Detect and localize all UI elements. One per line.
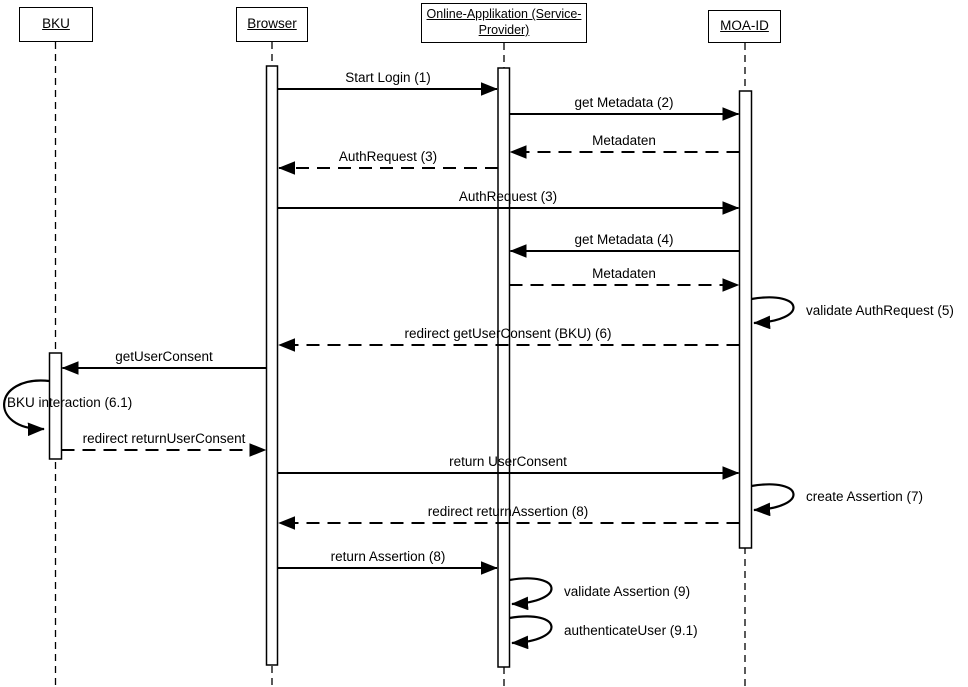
activation-bar-browser [265, 65, 279, 666]
message-label-authrequest-moaid: AuthRequest (3) [458, 189, 558, 204]
actor-name-browser: Browser [247, 16, 297, 32]
message-label-get-metadata-4: get Metadata (4) [574, 232, 674, 247]
message-label-validate-assertion: validate Assertion (9) [564, 584, 691, 599]
message-label-bku-interaction: BKU interaction (6.1) [7, 395, 133, 410]
actor-name-online-applikation: Online-Applikation (Service-Provider) [426, 7, 582, 37]
activation-bar-bku [48, 352, 63, 460]
self-loop-validate-authrequest [751, 296, 795, 330]
self-loop-validate-assertion [509, 577, 553, 611]
message-label-authrequest-browser: AuthRequest (3) [338, 149, 438, 164]
message-label-create-assertion: create Assertion (7) [806, 489, 924, 504]
actor-box-browser: Browser [236, 7, 308, 42]
message-label-return-userconsent: return UserConsent [449, 454, 567, 469]
self-loop-create-assertion [751, 483, 795, 517]
message-label-redirect-getuserconsent: redirect getUserConsent (BKU) (6) [404, 326, 612, 341]
activation-bar-online-applikation [497, 67, 511, 668]
message-label-start-login: Start Login (1) [345, 70, 431, 85]
actor-name-moa-id: MOA-ID [720, 18, 769, 34]
message-label-metadaten-2: Metadaten [592, 266, 656, 281]
message-label-validate-authrequest: validate AuthRequest (5) [806, 303, 954, 318]
message-label-getuserconsent: getUserConsent [115, 349, 213, 364]
message-label-metadaten-1: Metadaten [592, 133, 656, 148]
self-loop-authenticateuser [509, 615, 553, 650]
self-loop-bku-interaction [3, 379, 50, 437]
message-label-return-assertion: return Assertion (8) [330, 549, 446, 564]
actor-box-bku: BKU [19, 7, 93, 42]
actor-box-online-applikation: Online-Applikation (Service-Provider) [421, 3, 587, 43]
message-label-redirect-returnuserconsent: redirect returnUserConsent [82, 431, 246, 446]
message-label-get-metadata-2: get Metadata (2) [574, 95, 674, 110]
message-label-authenticateuser: authenticateUser (9.1) [564, 623, 698, 638]
message-label-redirect-returnassertion: redirect returnAssertion (8) [427, 504, 589, 519]
actor-name-bku: BKU [42, 16, 70, 32]
actor-box-moa-id: MOA-ID [708, 10, 781, 43]
activation-bar-moa-id [738, 90, 753, 549]
